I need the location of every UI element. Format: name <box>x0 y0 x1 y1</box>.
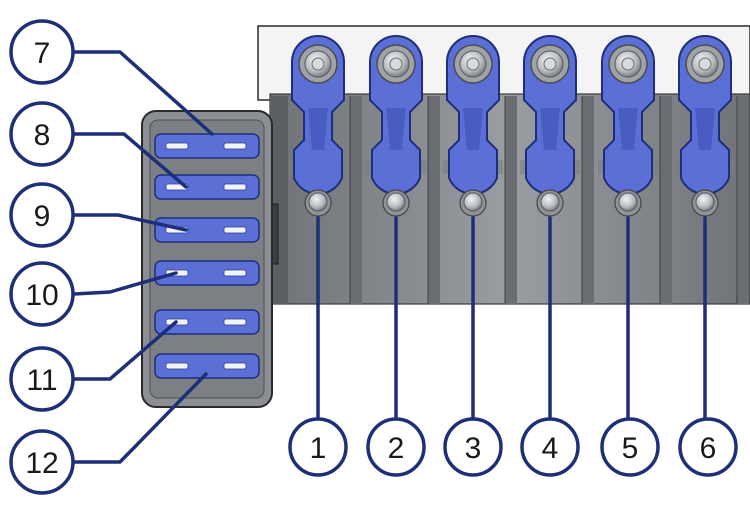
blade-fuse-9 <box>154 217 260 243</box>
housing-rib <box>505 96 517 304</box>
large-fuse-element <box>695 108 715 150</box>
large-fuse-6 <box>678 35 732 217</box>
leader-lines <box>72 50 707 464</box>
leader-line <box>72 213 188 232</box>
blade-fuse-body <box>154 133 260 159</box>
blade-fuse-body <box>154 353 260 379</box>
housing-rib <box>428 96 440 304</box>
callout-blade-fuse-11: 11 <box>9 346 75 412</box>
blade-fuse-body <box>154 309 260 335</box>
callout-label: 3 <box>465 432 482 465</box>
blade-fuse-7 <box>154 133 260 159</box>
callout-label: 12 <box>25 447 58 480</box>
large-fuse-element <box>463 108 483 150</box>
callout-circle <box>366 417 426 477</box>
callout-large-fuse-5: 5 <box>600 417 660 477</box>
blade-fuse-terminal <box>223 318 247 326</box>
bolt-center <box>466 57 480 71</box>
callout-circle <box>288 417 348 477</box>
callout-label: 10 <box>25 279 58 312</box>
callout-blade-fuse-12: 12 <box>9 429 75 495</box>
callout-large-fuse-3: 3 <box>443 417 503 477</box>
callout-label: 5 <box>622 432 639 465</box>
callout-label: 7 <box>34 37 51 70</box>
blade-fuse-8 <box>154 174 260 200</box>
blade-fuse-11 <box>154 309 260 335</box>
large-fuse-element <box>618 108 638 150</box>
leader-line <box>72 132 188 189</box>
blade-fuse-terminal <box>223 226 247 234</box>
callout-label: 9 <box>34 200 51 233</box>
callout-blade-fuse-8: 8 <box>9 101 75 167</box>
callout-circle <box>9 429 75 495</box>
bolt-head <box>386 192 406 212</box>
callout-circle <box>9 346 75 412</box>
leader-line <box>72 372 208 464</box>
callout-circle <box>600 417 660 477</box>
housing-rib <box>582 96 594 304</box>
leader-line <box>72 50 214 136</box>
blade-fuse-group <box>154 133 260 379</box>
callout-large-fuse-1: 1 <box>288 417 348 477</box>
blade-fuse-12 <box>154 353 260 379</box>
large-fuse-2 <box>369 35 423 217</box>
leader-line <box>72 271 178 296</box>
callout-label: 1 <box>310 432 327 465</box>
bolt-head <box>463 192 483 212</box>
large-fuse-element <box>308 108 328 150</box>
callout-circle <box>9 19 75 85</box>
callout-circle <box>9 261 75 327</box>
large-fuse-3 <box>446 35 500 217</box>
large-fuse-4 <box>523 35 577 217</box>
callout-label: 4 <box>542 432 559 465</box>
blade-fuse-terminal <box>223 269 247 277</box>
blade-fuse-body <box>154 260 260 286</box>
bolt-head <box>308 192 328 212</box>
large-fuse-1 <box>291 35 345 217</box>
bolt-center <box>389 57 403 71</box>
large-fuse-group <box>291 35 732 217</box>
housing-rib <box>660 96 672 304</box>
callout-label: 2 <box>388 432 405 465</box>
blade-fuse-terminal <box>165 142 189 150</box>
large-fuse-element <box>386 108 406 150</box>
callout-blade-fuse-10: 10 <box>9 261 75 327</box>
blade-fuse-terminal <box>223 142 247 150</box>
leader-line <box>72 320 178 381</box>
callout-label: 11 <box>26 364 57 397</box>
callout-circle <box>520 417 580 477</box>
blade-fuse-terminal <box>223 183 247 191</box>
large-fuse-element <box>540 108 560 150</box>
callout-circle <box>9 182 75 248</box>
housing-rib <box>737 96 749 304</box>
callout-large-fuse-6: 6 <box>678 417 738 477</box>
bolt-center <box>311 57 325 71</box>
bolt-head <box>618 192 638 212</box>
bolt-center <box>698 57 712 71</box>
bolt-head <box>540 192 560 212</box>
bolt-center <box>621 57 635 71</box>
callout-circle <box>443 417 503 477</box>
bolt-head <box>695 192 715 212</box>
blade-fuse-body <box>154 217 260 243</box>
blade-fuse-terminal <box>223 362 247 370</box>
housing-rib <box>350 96 362 304</box>
callout-large-fuse-2: 2 <box>366 417 426 477</box>
callout-large-fuse-4: 4 <box>520 417 580 477</box>
callout-blade-fuse-7: 7 <box>9 19 75 85</box>
large-fuse-5 <box>601 35 655 217</box>
callout-label: 8 <box>34 119 51 152</box>
callout-circle <box>678 417 738 477</box>
callout-label: 6 <box>700 432 717 465</box>
bolt-center <box>543 57 557 71</box>
callout-circle <box>9 101 75 167</box>
callout-blade-fuse-9: 9 <box>9 182 75 248</box>
blade-fuse-terminal <box>165 362 189 370</box>
